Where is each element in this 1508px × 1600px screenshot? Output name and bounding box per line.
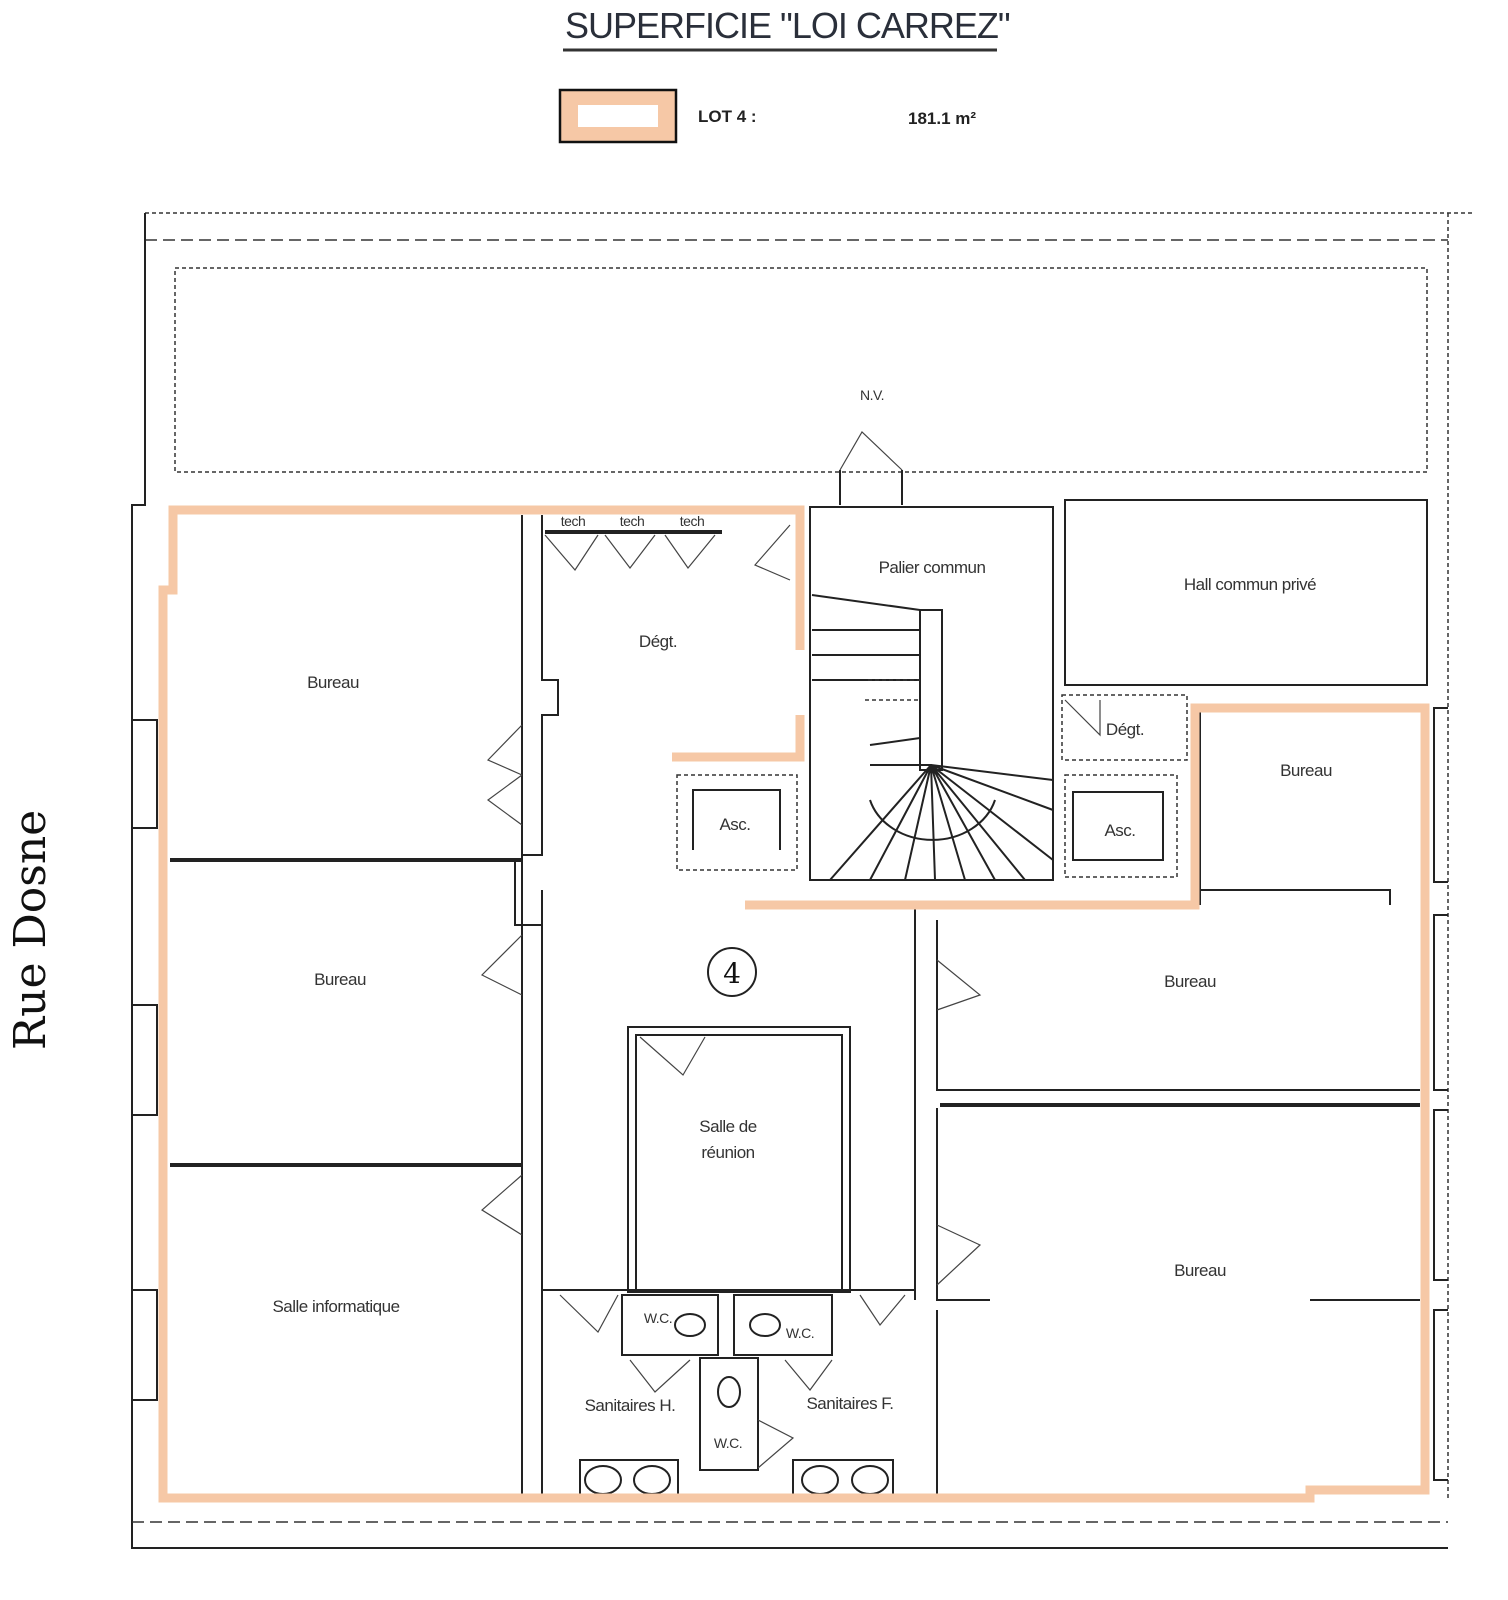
- street-label: Rue Dosne: [5, 810, 56, 1050]
- lot-number: 4: [723, 957, 741, 990]
- room-palier-commun: Palier commun: [879, 558, 986, 577]
- doors: [480, 431, 1101, 1469]
- room-sanitaires-h: Sanitaires H.: [585, 1396, 676, 1415]
- room-bureau-1: Bureau: [307, 673, 359, 692]
- lot-number-marker: [707, 947, 757, 997]
- walls: [131, 212, 1475, 1549]
- room-wc-1: W.C.: [644, 1310, 672, 1326]
- room-asc-left: Asc.: [719, 815, 750, 834]
- legend-lot-area: 181.1 m²: [908, 109, 976, 128]
- room-asc-right: Asc.: [1104, 821, 1135, 840]
- room-bureau-right-mid: Bureau: [1164, 972, 1216, 991]
- legend-swatch-inner: [578, 105, 658, 127]
- room-salle-reunion-line1: Salle de: [699, 1117, 756, 1136]
- room-wc-2: W.C.: [786, 1325, 814, 1341]
- room-nv: N.V.: [860, 387, 884, 403]
- legend: LOT 4 : 181.1 m²: [558, 88, 976, 144]
- lot-4-outline: [158, 505, 1430, 1503]
- room-tech-2: tech: [620, 513, 644, 529]
- room-bureau-right-top: Bureau: [1280, 761, 1332, 780]
- room-tech-1: tech: [561, 513, 585, 529]
- room-bureau-right-bottom: Bureau: [1174, 1261, 1226, 1280]
- room-salle-reunion-line2: réunion: [701, 1143, 754, 1162]
- plan-title: SUPERFICIE "LOI CARREZ": [565, 5, 1010, 46]
- room-bureau-2: Bureau: [314, 970, 366, 989]
- room-hall-commun-prive: Hall commun privé: [1184, 575, 1316, 594]
- room-salle-informatique: Salle informatique: [272, 1297, 399, 1316]
- room-tech-3: tech: [680, 513, 704, 529]
- legend-lot-label: LOT 4 :: [698, 107, 757, 126]
- room-wc-3: W.C.: [714, 1435, 742, 1451]
- room-degt-left: Dégt.: [639, 632, 677, 651]
- room-labels: N.V. Palier commun Hall commun privé Dég…: [272, 387, 1332, 1451]
- room-sanitaires-f: Sanitaires F.: [806, 1394, 893, 1413]
- room-degt-right: Dégt.: [1106, 720, 1144, 739]
